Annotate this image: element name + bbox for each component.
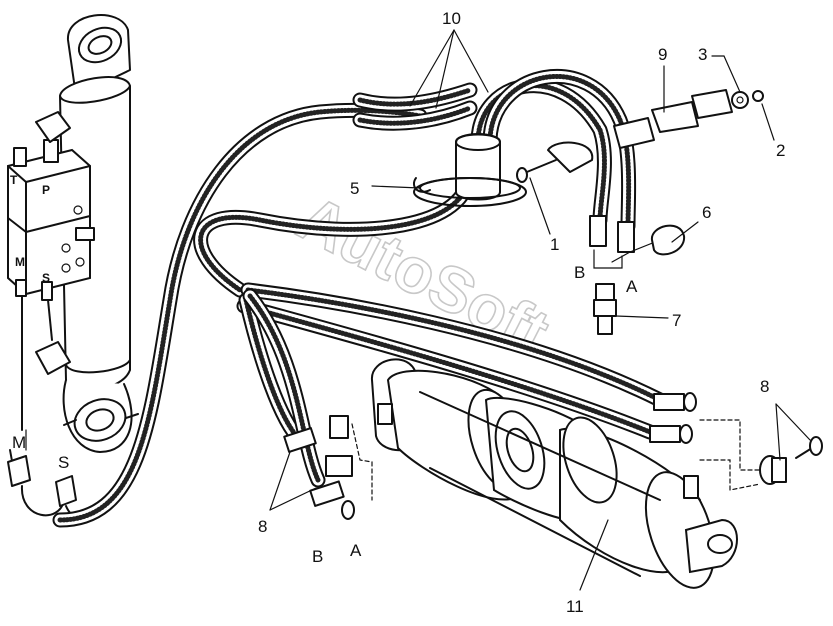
hose-clamp	[412, 133, 527, 207]
clamp-parts	[613, 89, 764, 149]
port-label-bot-b: B	[312, 547, 323, 566]
valve-block: T P M S	[7, 111, 95, 375]
hose-bundle	[52, 68, 668, 528]
callout-8-left: 8	[258, 517, 267, 536]
port-label-left-m: M	[12, 433, 26, 452]
port-label-t: T	[10, 173, 18, 187]
fittings-left	[283, 415, 373, 520]
callout-6: 6	[702, 203, 711, 222]
callout-9: 9	[658, 45, 667, 64]
port-label-left-s: S	[58, 453, 69, 472]
hose-fittings-top	[589, 215, 686, 269]
port-label-m: M	[15, 255, 25, 269]
port-label-top-a: A	[626, 277, 638, 296]
pressure-sensor	[593, 283, 617, 335]
leader-lines	[25, 29, 811, 591]
callout-8-right: 8	[760, 377, 769, 396]
right-cylinder	[370, 358, 738, 589]
port-label-p: P	[42, 183, 50, 197]
callout-1: 1	[550, 235, 559, 254]
port-label-bot-a: A	[350, 541, 362, 560]
port-label-top-b: B	[574, 263, 585, 282]
callout-10: 10	[442, 9, 461, 28]
callout-2: 2	[776, 141, 785, 160]
callout-11: 11	[566, 597, 584, 616]
bolt-1	[516, 141, 594, 183]
callout-7: 7	[672, 311, 681, 330]
callout-3: 3	[698, 45, 707, 64]
callout-5: 5	[350, 179, 359, 198]
fittings-right	[649, 392, 823, 491]
port-label-s: S	[42, 271, 50, 285]
